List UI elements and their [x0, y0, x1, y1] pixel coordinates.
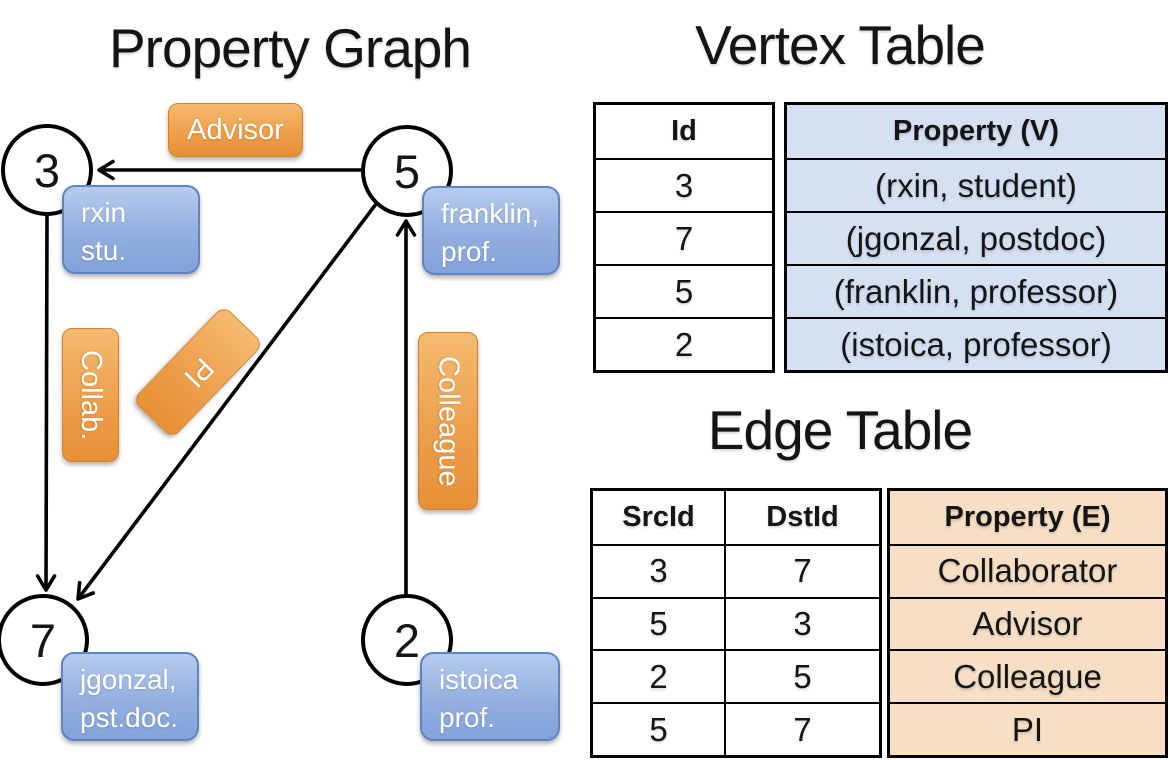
edge-table-dstid-cell: 3	[724, 596, 879, 650]
edge-table-property-cell: Collaborator	[890, 543, 1165, 597]
edge-label-colleague: Colleague	[418, 332, 478, 510]
graph-node-2: 2	[361, 594, 453, 686]
edge-label-collab: Collab.	[62, 328, 119, 462]
vertex-table-id-cell: 2	[596, 317, 772, 370]
edge-table-srcid-cell: 5	[593, 702, 724, 755]
edge-table-srcid-cell: 3	[593, 543, 724, 597]
property-graph-title: Property Graph	[108, 17, 472, 79]
vertex-property-line: jgonzal,	[80, 664, 177, 695]
edge-table-property-cell: Colleague	[890, 649, 1165, 702]
edge-table-title: Edge Table	[707, 399, 973, 461]
vertex-property-line: franklin,	[441, 198, 540, 229]
vertex-property-line: prof.	[439, 701, 496, 733]
vertex-table-title: Vertex Table	[695, 14, 986, 76]
vertex-property-box-2: istoica prof.	[420, 652, 560, 741]
edge-3-to-7	[35, 213, 57, 592]
edge-table-property-cell: Advisor	[890, 596, 1165, 650]
edge-table-dstid-cell: 7	[724, 702, 879, 755]
edge-5-to-7	[76, 202, 378, 601]
edge-table-header-property: Property (E)	[944, 500, 1111, 533]
vertex-table-id-cell: 7	[596, 211, 772, 264]
vertex-table-id-column: Id 3 7 5 2	[593, 102, 775, 373]
vertex-table-property-column: Property (V) (rxin, student) (jgonzal, p…	[784, 102, 1168, 373]
edge-table-property-column: Property (E) Collaborator Advisor Collea…	[887, 488, 1168, 758]
vertex-table-property-cell: (istoica, professor)	[787, 317, 1165, 370]
edge-table-srcid-cell: 2	[593, 649, 724, 702]
node-id-label: 5	[393, 144, 421, 198]
graph-node-5: 5	[361, 125, 453, 217]
edge-table-property-cell: PI	[890, 702, 1165, 755]
vertex-table-header-property: Property (V)	[893, 115, 1059, 147]
node-id-label: 2	[393, 613, 421, 667]
edge-table-id-columns: SrcId DstId 3 7 5 3 2 5 5 7	[590, 488, 882, 758]
graph-edges-svg	[35, 159, 417, 601]
vertex-property-line: prof.	[441, 235, 498, 267]
edge-table-srcid-cell: 5	[593, 596, 724, 650]
vertex-property-line: rxin	[81, 197, 127, 228]
vertex-table-header-id: Id	[671, 115, 697, 147]
edge-table-header-dstid: DstId	[724, 491, 879, 544]
edge-label-advisor: Advisor	[168, 103, 303, 157]
vertex-property-line: pst.doc.	[80, 701, 179, 733]
edge-table-header-srcid: SrcId	[622, 500, 695, 533]
vertex-property-line: istoica	[439, 664, 519, 695]
vertex-table-property-cell: (franklin, professor)	[787, 264, 1165, 317]
edge-table-dstid-cell: 5	[724, 649, 879, 703]
vertex-table-id-cell: 3	[596, 158, 772, 211]
node-id-label: 3	[33, 143, 61, 197]
vertex-property-box-3: rxin stu.	[62, 185, 200, 274]
vertex-property-box-5: franklin, prof.	[422, 186, 560, 275]
edge-table-dstid-cell: 7	[724, 543, 879, 597]
node-id-label: 7	[29, 613, 57, 667]
vertex-table-property-cell: (jgonzal, postdoc)	[787, 211, 1165, 264]
vertex-table-property-cell: (rxin, student)	[787, 158, 1165, 211]
vertex-property-line: stu.	[81, 234, 127, 266]
vertex-property-box-7: jgonzal, pst.doc.	[61, 652, 199, 741]
vertex-table-id-cell: 5	[596, 264, 772, 317]
